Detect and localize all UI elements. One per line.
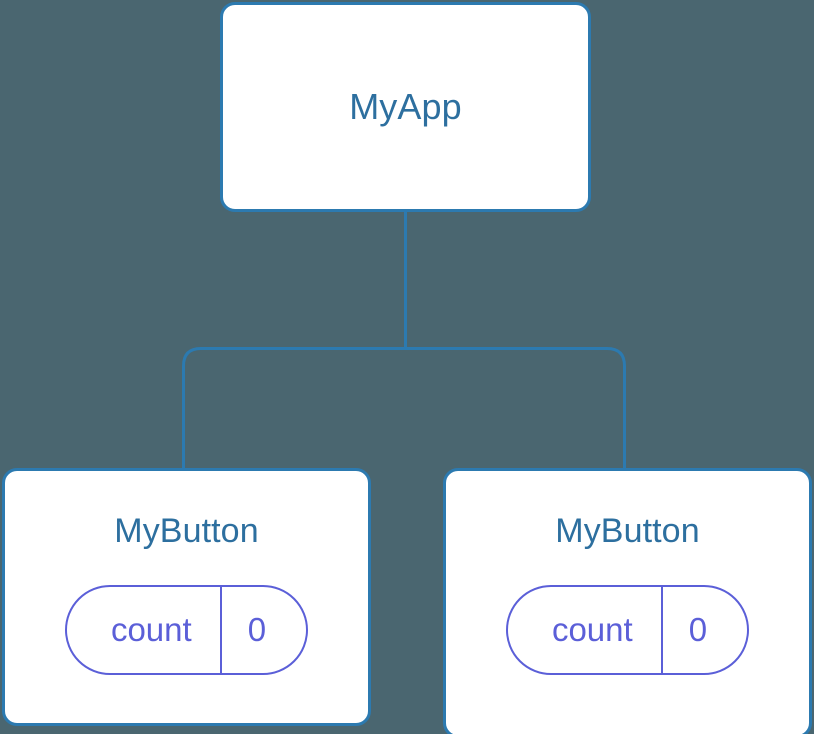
connector-branch-left — [182, 347, 406, 470]
component-node-label: MyButton — [114, 512, 259, 550]
component-node-label: MyButton — [555, 512, 700, 550]
component-node-mybutton-1[interactable]: MyButton count 0 — [2, 468, 371, 726]
component-node-mybutton-2[interactable]: MyButton count 0 — [443, 468, 812, 734]
state-pill-divider — [660, 587, 663, 674]
state-pill[interactable]: count 0 — [64, 585, 309, 676]
component-node-myapp[interactable]: MyApp — [220, 2, 591, 212]
state-value: 0 — [688, 611, 708, 649]
state-value: 0 — [247, 611, 267, 649]
state-pill[interactable]: count 0 — [505, 585, 750, 676]
state-key: count — [551, 611, 633, 649]
connector-branch-right — [405, 347, 626, 470]
state-key: count — [110, 611, 192, 649]
state-pill-divider — [219, 587, 222, 674]
component-node-label: MyApp — [349, 86, 462, 128]
